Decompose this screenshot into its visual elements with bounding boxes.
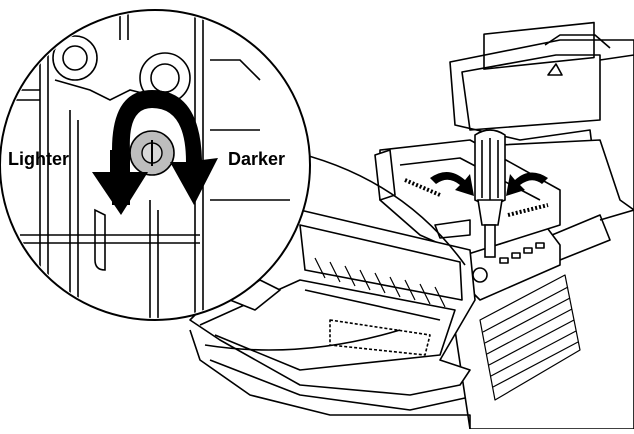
- printer-body: [189, 21, 634, 430]
- magnified-inset: [0, 9, 466, 351]
- vent-grill: [479, 274, 581, 401]
- darker-label: Darker: [228, 149, 286, 169]
- lighter-label: Lighter: [8, 149, 69, 169]
- rotation-arrow-icon: [430, 171, 548, 196]
- screwdriver-icon: [474, 129, 506, 258]
- front-cover: [189, 209, 476, 411]
- rotation-arrow-icon: [92, 90, 218, 215]
